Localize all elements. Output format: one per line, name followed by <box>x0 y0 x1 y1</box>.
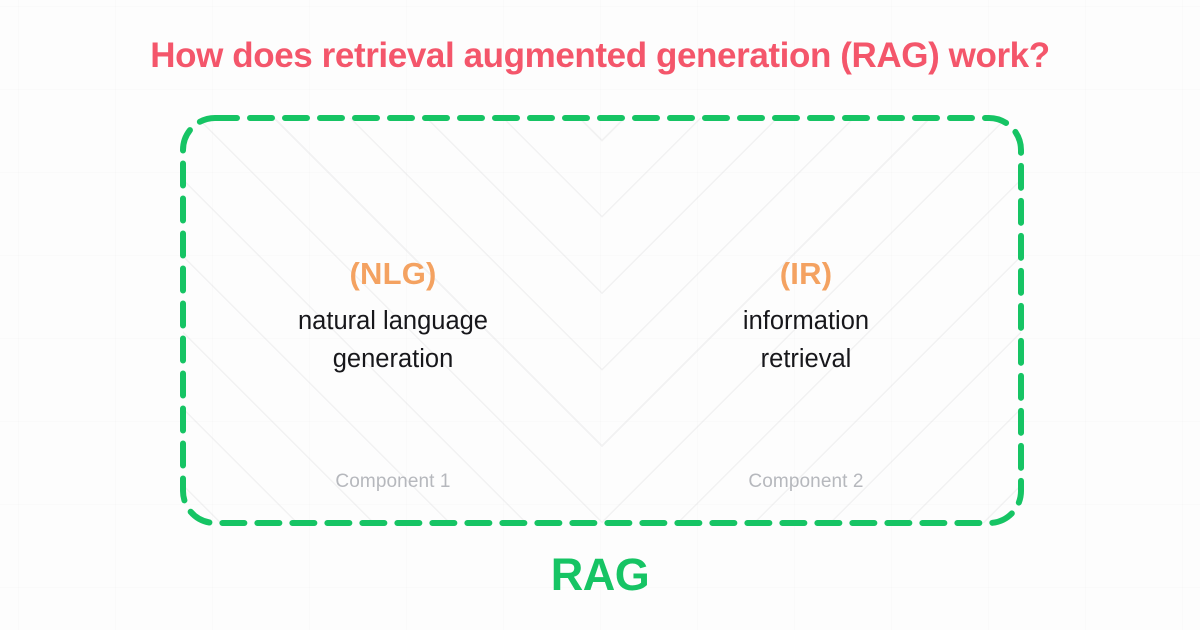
rag-caption: RAG <box>550 549 650 600</box>
component-nlg: (NLG) natural language generation <box>223 256 563 380</box>
component-nlg-abbreviation: (NLG) <box>349 256 437 291</box>
page-title: How does retrieval augmented generation … <box>150 36 1050 75</box>
component-nlg-term: natural language generation <box>223 302 563 380</box>
component-ir-term: information retrieval <box>636 302 976 380</box>
component-1-caption: Component 1 <box>335 471 451 492</box>
component-2-caption: Component 2 <box>748 471 864 492</box>
component-ir-term-line-1: information <box>742 306 870 335</box>
component-nlg-term-line-2: generation <box>332 345 454 374</box>
component-ir-abbreviation: (IR) <box>779 256 833 291</box>
component-ir-term-line-2: retrieval <box>760 345 852 374</box>
component-ir: (IR) information retrieval <box>636 256 976 380</box>
component-nlg-term-line-1: natural language <box>298 306 488 335</box>
